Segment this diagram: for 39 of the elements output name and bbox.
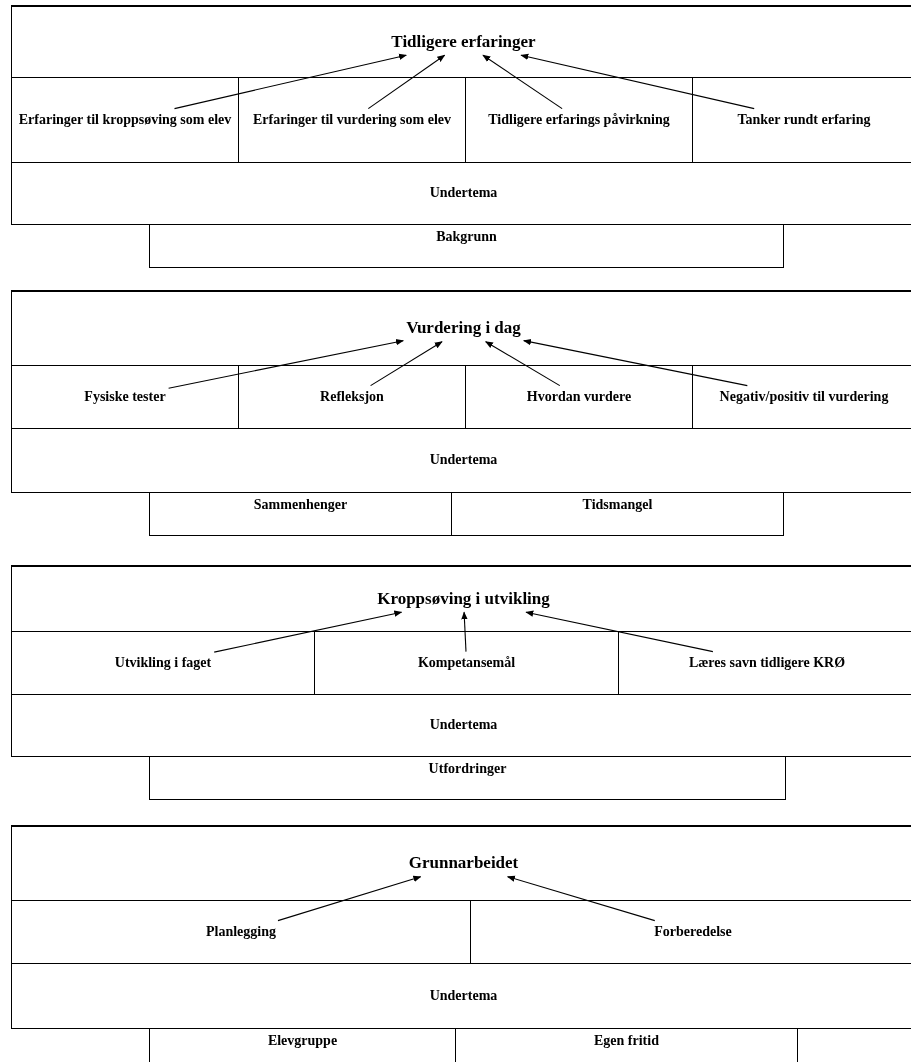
arrow	[370, 341, 443, 387]
arrow	[277, 875, 422, 922]
cell-text: Bakgrunn	[436, 229, 497, 246]
cell-text: Undertema	[429, 452, 498, 469]
cell-text: Tidsmangel	[582, 497, 653, 514]
cell-text: Egen fritid	[594, 1033, 659, 1050]
cell-text: Erfaringer til kroppsøving som elev	[18, 111, 232, 129]
cell-text: Forberedelse	[654, 923, 732, 941]
arrow	[367, 54, 446, 110]
cell-text: Læres savn tidligere KRØ	[688, 654, 846, 672]
cell-text: Kompetansemål	[417, 654, 516, 672]
theme-title: Vurdering i dag	[406, 318, 521, 339]
theme-title: Grunnarbeidet	[408, 853, 519, 874]
cell-text: Refleksjon	[320, 388, 384, 406]
cell-text: Planlegging	[206, 923, 276, 941]
arrow	[523, 338, 748, 387]
cell-text: Erfaringer til vurdering som elev	[252, 111, 451, 129]
theme-title: Tidligere erfaringer	[391, 31, 536, 53]
cell-text: Undertema	[429, 185, 498, 202]
arrow	[461, 611, 468, 653]
theme-title: Kroppsøving i utvikling	[377, 588, 550, 610]
arrow	[173, 53, 407, 110]
arrow	[482, 54, 563, 110]
cell-text: Elevgruppe	[267, 1033, 338, 1050]
cell-text: Undertema	[429, 987, 498, 1005]
arrow	[506, 875, 656, 922]
arrow	[485, 341, 561, 387]
arrow	[168, 339, 404, 389]
cell-text: Utvikling i faget	[114, 654, 212, 672]
cell-text: Tanker rundt erfaring	[737, 111, 871, 129]
cell-text: Utfordringer	[428, 761, 507, 778]
cell-text: Undertema	[429, 717, 498, 734]
cell-text: Hvordan vurdere	[526, 388, 632, 406]
arrow	[213, 610, 403, 653]
cell-text: Tidligere erfarings påvirkning	[488, 111, 670, 129]
arrow	[525, 610, 714, 653]
cell-text: Sammenhenger	[253, 497, 348, 514]
arrow	[520, 53, 755, 110]
cell-text: Fysiske tester	[84, 388, 166, 406]
